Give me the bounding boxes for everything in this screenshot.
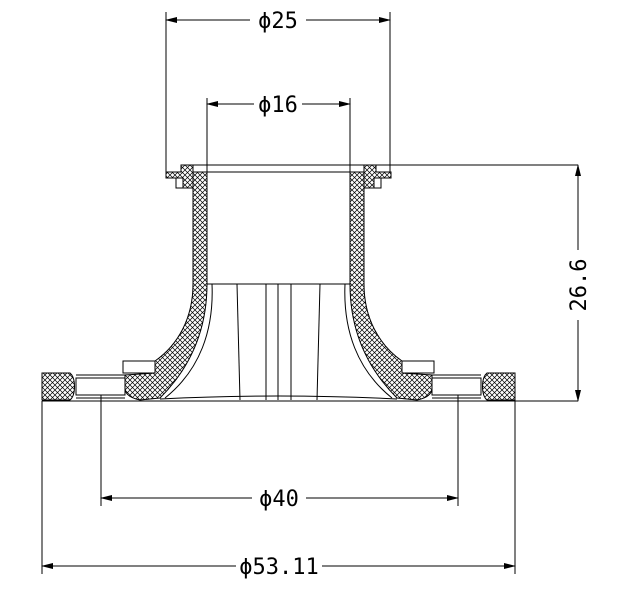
dim-base-outer-diameter: ϕ53.11	[239, 555, 318, 580]
dimension-lines	[41, 12, 581, 574]
dim-bolt-circle-diameter: ϕ40	[259, 487, 299, 512]
part-left-half	[41, 164, 267, 401]
part-lines	[42, 164, 578, 402]
dim-top-inner-diameter: ϕ16	[258, 93, 298, 118]
part-right-half	[290, 164, 516, 401]
dim-height: 26.6	[567, 259, 592, 312]
dim-top-outer-diameter: ϕ25	[258, 9, 298, 34]
